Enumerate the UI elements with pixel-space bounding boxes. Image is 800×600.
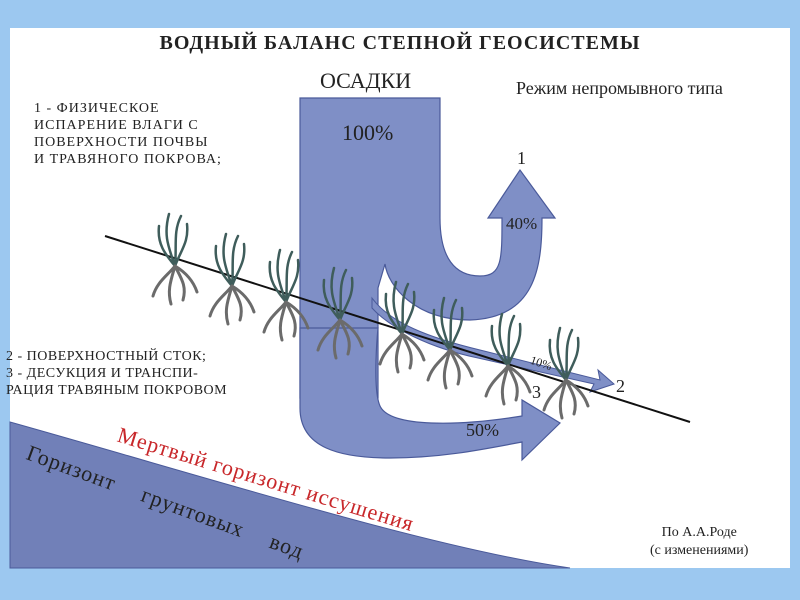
grass-plant bbox=[151, 212, 199, 306]
grass-plant bbox=[484, 312, 532, 406]
legend-runoff-transpiration: 2 - ПОВЕРХНОСТНЫЙ СТОК; 3 - ДЕСУКЦИЯ И Т… bbox=[6, 348, 274, 399]
grass-plant bbox=[208, 232, 256, 326]
legend-line: 3 - ДЕСУКЦИЯ И ТРАНСПИ- bbox=[6, 366, 199, 381]
diagram-title: ВОДНЫЙ БАЛАНС СТЕПНОЙ ГЕОСИСТЕМЫ bbox=[159, 32, 641, 54]
diagram-canvas: ВОДНЫЙ БАЛАНС СТЕПНОЙ ГЕОСИСТЕМЫ 1 - ФИЗ… bbox=[6, 28, 790, 569]
legend-line: 1 - ФИЗИЧЕСКОЕ bbox=[34, 101, 160, 116]
evaporation-arrow bbox=[299, 97, 557, 399]
legend-line: 2 - ПОВЕРХНОСТНЫЙ СТОК; bbox=[6, 349, 207, 364]
percent-50-label: 50% bbox=[466, 420, 499, 440]
infiltration-arrow bbox=[299, 327, 561, 462]
legend-line: РАЦИЯ ТРАВЯНЫМ ПОКРОВОМ bbox=[6, 383, 228, 398]
grass-plants bbox=[151, 212, 590, 420]
marker-1-label: 1 bbox=[517, 148, 526, 168]
credit-line: (с изменениями) bbox=[650, 543, 749, 558]
grass-plant bbox=[316, 266, 364, 360]
source-credit: По А.А.Роде (с изменениями) bbox=[650, 524, 748, 560]
legend-line: И ТРАВЯНОГО ПОКРОВА; bbox=[34, 152, 222, 167]
grass-plant bbox=[262, 248, 310, 342]
regime-label: Режим непромывного типа bbox=[516, 78, 723, 98]
marker-3-label: 3 bbox=[532, 382, 541, 402]
legend-line: ПОВЕРХНОСТИ ПОЧВЫ bbox=[34, 135, 209, 150]
diagram-svg bbox=[9, 97, 691, 569]
marker-2-label: 2 bbox=[616, 376, 625, 396]
grass-plant bbox=[378, 280, 426, 374]
groundwater-layer bbox=[9, 421, 571, 569]
credit-line: По А.А.Роде bbox=[661, 525, 737, 540]
precipitation-label: ОСАДКИ bbox=[320, 68, 412, 93]
legend-evaporation: 1 - ФИЗИЧЕСКОЕ ИСПАРЕНИЕ ВЛАГИ С ПОВЕРХН… bbox=[34, 100, 249, 168]
grass-plant bbox=[542, 326, 590, 420]
grass-plant bbox=[426, 296, 474, 390]
legend-line: ИСПАРЕНИЕ ВЛАГИ С bbox=[34, 118, 199, 133]
percent-40-label: 40% bbox=[506, 214, 538, 233]
percent-100-label: 100% bbox=[342, 120, 394, 145]
